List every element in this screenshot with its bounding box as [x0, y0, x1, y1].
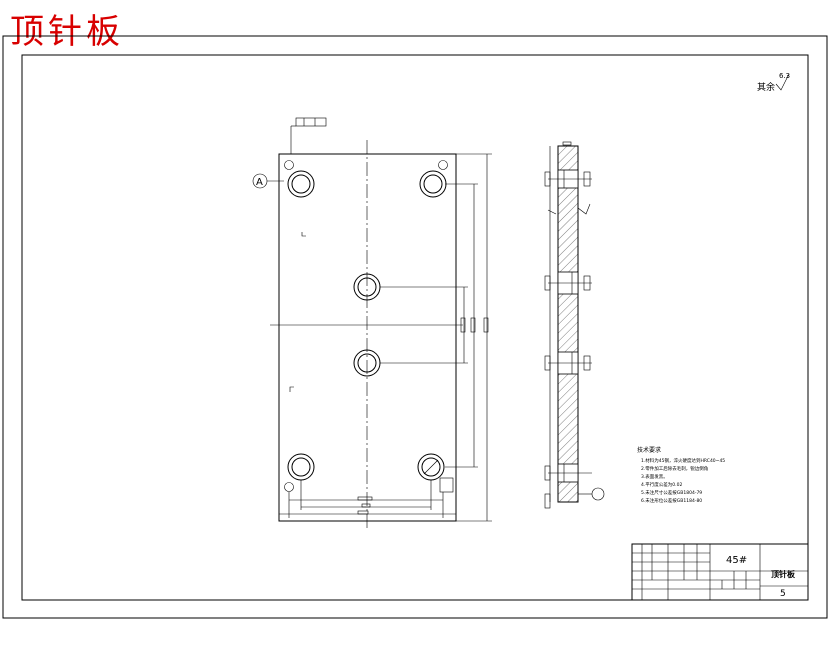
note-line: 3.表面发黑。: [641, 473, 668, 480]
note-line: 4.平行度公差为0.02: [641, 481, 682, 488]
hole-top-right: [419, 160, 448, 198]
roughness-value: 6.3: [779, 72, 790, 80]
note-line: 6.未注形位公差按GB1184-80: [641, 497, 702, 504]
hole-bottom-right: [417, 453, 454, 493]
section-outline: [557, 145, 579, 503]
sheet-number: 5: [780, 589, 786, 599]
plate-outline: [278, 153, 457, 522]
material-value: 45#: [726, 555, 747, 566]
note-line: 1.材料为45钢，淬火硬度达到HRC40~45: [641, 457, 725, 464]
notes-heading: 技术要求: [637, 446, 661, 454]
part-name: 顶针板: [771, 569, 796, 579]
roughness-mark-label: 其余: [757, 81, 775, 93]
hole-bottom-left: [284, 453, 315, 492]
technical-notes: 技术要求 1.材料为45钢，淬火硬度达到HRC40~45 2.零件加工后除去毛刺…: [637, 446, 725, 504]
sheet-inner-border: [21, 54, 809, 601]
datum-label: A: [256, 177, 263, 188]
front-view: A: [252, 117, 492, 528]
title-block: 45# 顶针板 5: [631, 543, 809, 601]
roughness-symbol: 其余 6.3: [757, 72, 790, 93]
page-title: 顶针板: [10, 12, 124, 52]
note-line: 5.未注尺寸公差按GB1804-79: [641, 489, 702, 496]
hole-center-upper: [353, 273, 381, 301]
hole-top-left: [284, 160, 315, 198]
side-section-view: [544, 141, 605, 509]
note-line: 2.零件加工后除去毛刺，锐边倒角: [641, 465, 708, 472]
sheet-outer-border: [2, 35, 828, 619]
